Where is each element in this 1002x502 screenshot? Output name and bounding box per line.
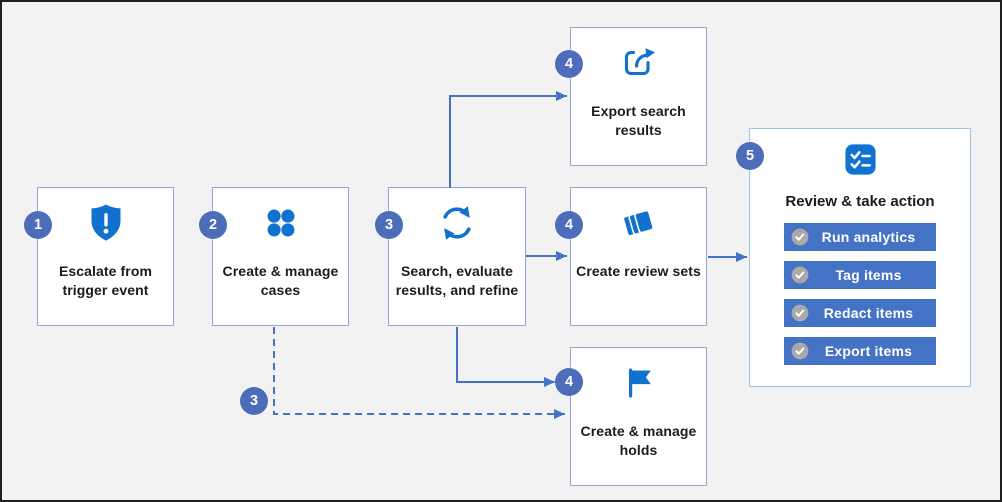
step-badge-4-export: 4 <box>555 50 583 78</box>
connector-search-to-export <box>449 91 567 188</box>
check-circle-icon <box>791 304 809 322</box>
check-circle-icon <box>791 228 809 246</box>
action-export-items: Export items <box>784 337 936 365</box>
step-badge-2: 2 <box>199 211 227 239</box>
check-circle-icon <box>791 266 809 284</box>
step-badge-3: 3 <box>375 211 403 239</box>
action-label: Redact items <box>823 305 914 321</box>
checklist-icon <box>843 142 878 178</box>
action-label: Tag items <box>835 267 902 283</box>
step-label: Create & manage holds <box>580 423 697 459</box>
step-box-cases: Create & manage cases <box>212 187 349 326</box>
step-label: Create review sets <box>576 263 701 279</box>
dashed-branch-badge-3: 3 <box>240 387 268 415</box>
shield-exclamation-icon <box>88 203 124 243</box>
action-redact-items: Redact items <box>784 299 936 327</box>
step-box-search: Search, evaluate results, and refine <box>388 187 526 326</box>
step-badge-4-holds: 4 <box>555 368 583 396</box>
export-share-icon <box>620 43 658 83</box>
step-label: Search, evaluate results, and refine <box>395 263 519 299</box>
step-box-escalate: Escalate from trigger event <box>37 187 174 326</box>
connector-search-to-holds <box>456 327 555 387</box>
step-badge-5: 5 <box>736 142 764 170</box>
action-label: Export items <box>824 343 913 359</box>
action-label: Run analytics <box>821 229 916 245</box>
action-run-analytics: Run analytics <box>784 223 936 251</box>
connector-cases-to-holds-dashed <box>273 327 565 419</box>
sync-arrows-icon <box>438 203 476 243</box>
check-circle-icon <box>791 342 809 360</box>
step-box-review-sets: Create review sets <box>570 187 707 326</box>
action-button-list: Run analytics Tag items Redact items <box>784 223 936 365</box>
step-label: Create & manage cases <box>222 263 339 299</box>
step-badge-1: 1 <box>24 211 52 239</box>
flag-icon <box>621 363 657 403</box>
step-box-export-results: Export search results <box>570 27 707 166</box>
step-box-holds: Create & manage holds <box>570 347 707 486</box>
review-action-panel: Review & take action Run analytics Tag i… <box>749 128 971 387</box>
step-badge-4-review-sets: 4 <box>555 211 583 239</box>
stacked-cards-icon <box>619 203 659 243</box>
four-dots-icon <box>263 203 299 243</box>
action-tag-items: Tag items <box>784 261 936 289</box>
step-label: Export search results <box>591 103 686 139</box>
step-label: Escalate from trigger event <box>58 263 153 299</box>
panel-title: Review & take action <box>785 193 935 210</box>
